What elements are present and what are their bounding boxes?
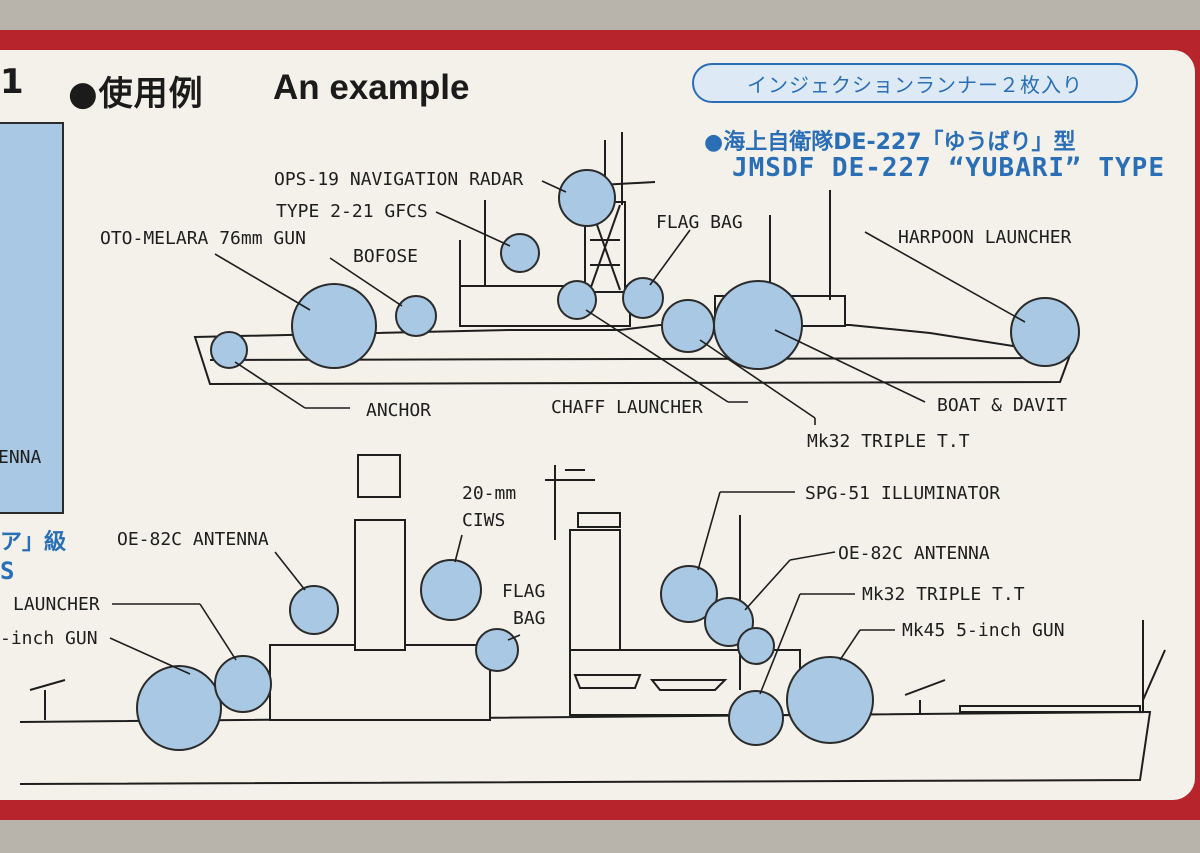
launcher-callout bbox=[214, 655, 272, 713]
runner-count-badge: インジェクションランナー２枚入り bbox=[692, 63, 1138, 103]
boat-callout bbox=[713, 280, 803, 370]
label-oe82c-left: OE-82C ANTENNA bbox=[117, 529, 269, 550]
label-ciws-line1: 20-mm bbox=[462, 483, 517, 504]
label-flag-line1: FLAG bbox=[502, 581, 546, 602]
mk32-lower-callout bbox=[728, 690, 784, 746]
second-ship-title-en: S bbox=[0, 557, 15, 585]
label-anchor: ANCHOR bbox=[366, 400, 432, 421]
ship-title-jp: ●海上自衛隊DE-227「ゆうばり」型 bbox=[704, 130, 1076, 155]
oto-melara-callout bbox=[291, 283, 377, 369]
left-box-label: ENNA bbox=[0, 447, 42, 468]
bofose-callout bbox=[395, 295, 437, 337]
label-inch-gun: -inch GUN bbox=[0, 628, 98, 649]
yubari-callouts bbox=[210, 169, 1080, 370]
label-flag-line2: BAG bbox=[513, 608, 546, 629]
label-bofose: BOFOSE bbox=[353, 246, 419, 267]
lower-ship-leader-lines bbox=[109, 491, 895, 695]
flagbag-callout bbox=[622, 277, 664, 319]
second-ship-title-jp: ア」級 bbox=[0, 530, 67, 555]
label-gfcs: TYPE 2-21 GFCS bbox=[276, 201, 428, 222]
lower-ship-callouts bbox=[136, 559, 874, 751]
gfcs-callout bbox=[500, 233, 540, 273]
section-title-jp: ●使用例 bbox=[68, 74, 204, 114]
label-boat-davit: BOAT & DAVIT bbox=[937, 395, 1068, 416]
oe82c-left-callout bbox=[289, 585, 339, 635]
side-panel-illustration bbox=[0, 122, 64, 514]
mk45-callout bbox=[786, 656, 874, 744]
label-chaff: CHAFF LAUNCHER bbox=[551, 397, 703, 418]
label-launcher: LAUNCHER bbox=[13, 594, 100, 615]
lower-ship-silhouette bbox=[19, 454, 1166, 785]
label-flag-bag-top: FLAG BAG bbox=[656, 212, 743, 233]
spg51-callout bbox=[660, 565, 718, 623]
label-mk45: Mk45 5-inch GUN bbox=[902, 620, 1065, 641]
ops19-callout bbox=[558, 169, 616, 227]
flagbag-lower-callout bbox=[475, 628, 519, 672]
anchor-callout bbox=[210, 331, 248, 369]
ship-title-en: JMSDF DE-227 “YUBARI” TYPE bbox=[732, 153, 1165, 183]
label-harpoon: HARPOON LAUNCHER bbox=[898, 227, 1072, 248]
5inch-gun-fwd-callout bbox=[136, 665, 222, 751]
harpoon-callout bbox=[1010, 297, 1080, 367]
label-spg51: SPG-51 ILLUMINATOR bbox=[805, 483, 1001, 504]
label-mk32-bottom: Mk32 TRIPLE T.T bbox=[862, 584, 1025, 605]
ciws-callout bbox=[420, 559, 482, 621]
label-mk32-top: Mk32 TRIPLE T.T bbox=[807, 431, 970, 452]
section-title-en: An example bbox=[273, 68, 470, 107]
oe82c-right-callout bbox=[704, 597, 754, 647]
label-oto-melara: OTO-MELARA 76mm GUN bbox=[100, 228, 306, 249]
spg51-2-callout bbox=[737, 627, 775, 665]
section-number: 1 bbox=[0, 62, 24, 102]
yubari-leader-lines bbox=[214, 180, 1026, 425]
label-ciws-line2: CIWS bbox=[462, 510, 506, 531]
label-ops19-radar: OPS-19 NAVIGATION RADAR bbox=[274, 169, 524, 190]
label-oe82c-right: OE-82C ANTENNA bbox=[838, 543, 990, 564]
